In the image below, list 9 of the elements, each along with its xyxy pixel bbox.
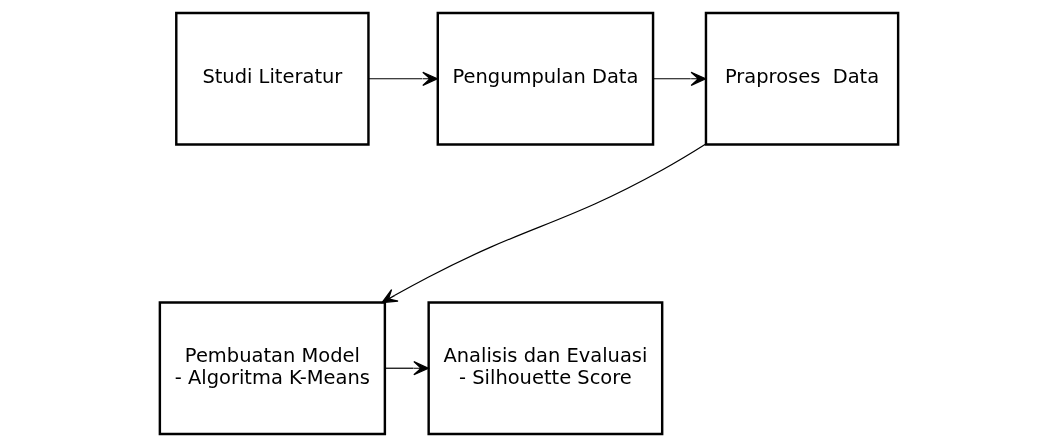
arrow [367,71,438,86]
node-box: Pembuatan Model - Algoritma K-Means [158,301,386,436]
arrow [652,71,706,86]
node-box: Studi Literatur [174,11,370,146]
arrow [384,361,429,376]
node-box: Pengumpulan Data [436,11,654,146]
arrow [380,143,706,304]
node-box: Analisis dan Evaluasi - Silhouette Score [426,301,663,436]
node-box: Praproses Data [704,11,899,146]
